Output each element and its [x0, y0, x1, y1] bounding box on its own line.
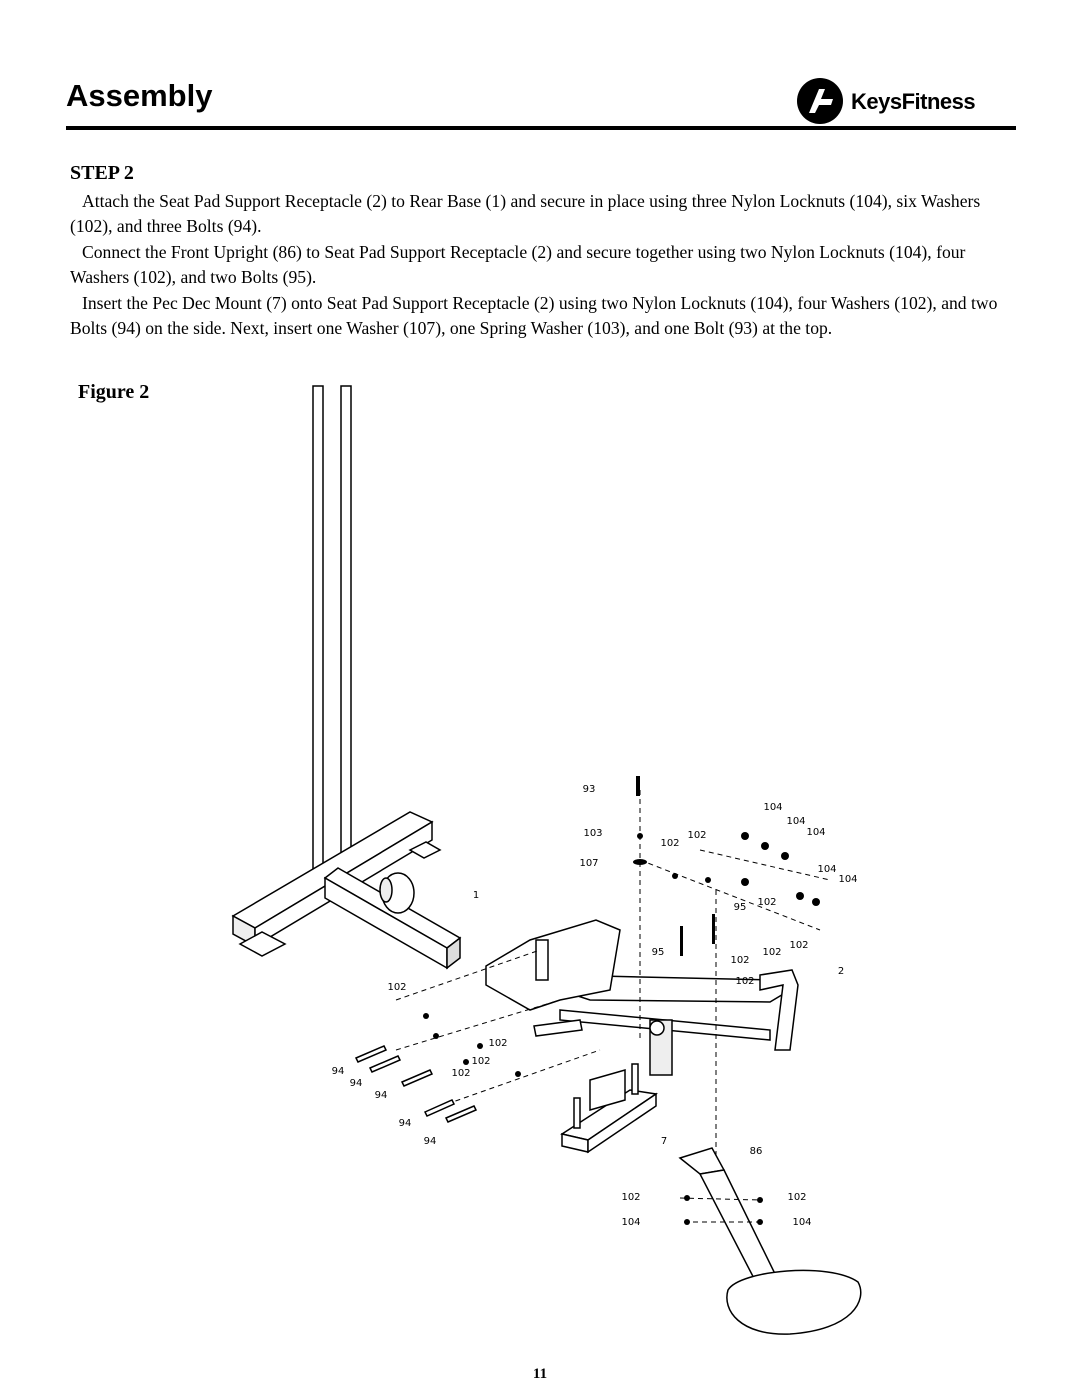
- part-label: 1: [473, 890, 479, 901]
- part-label: 94: [424, 1136, 437, 1147]
- callout-labels: 93 104 104 104 103 102 102 107 104 104 1…: [332, 784, 858, 1228]
- part-label: 104: [838, 874, 857, 885]
- part-label: 94: [350, 1078, 363, 1089]
- part-label: 102: [789, 940, 808, 951]
- part-label: 107: [579, 858, 598, 869]
- part-label: 86: [750, 1146, 763, 1157]
- rear-base-frame: [231, 385, 462, 970]
- pec-dec-mount: [560, 1063, 659, 1154]
- page-title: Assembly: [66, 78, 213, 113]
- part-label: 93: [583, 784, 596, 795]
- header-divider: [66, 126, 1016, 130]
- brand-logo: KeysFitness: [795, 75, 1020, 127]
- assembly-guide-lines: [395, 790, 831, 1223]
- logo-wordmark: KeysFitness: [851, 89, 976, 114]
- keys-fitness-logo-icon: [797, 78, 843, 124]
- part-label: 102: [762, 947, 781, 958]
- instruction-paragraph: Connect the Front Upright (86) to Seat P…: [70, 242, 966, 287]
- part-label: 94: [332, 1066, 345, 1077]
- part-label: 104: [806, 827, 825, 838]
- right-upright: [340, 385, 352, 857]
- part-label: 104: [786, 816, 805, 827]
- part-label: 102: [757, 897, 776, 908]
- part-label: 104: [817, 864, 836, 875]
- instruction-paragraph: Attach the Seat Pad Support Receptacle (…: [70, 191, 981, 236]
- instruction-paragraph: Insert the Pec Dec Mount (7) onto Seat P…: [70, 293, 998, 338]
- figure-caption: Figure 2: [78, 381, 150, 403]
- part-label: 104: [763, 802, 782, 813]
- bolts-94: [354, 1045, 478, 1123]
- part-label: 102: [730, 955, 749, 966]
- part-label: 95: [652, 947, 665, 958]
- part-label: 102: [787, 1192, 806, 1203]
- left-upright: [312, 385, 324, 877]
- part-label: 94: [399, 1118, 412, 1129]
- part-label: 102: [387, 982, 406, 993]
- part-label: 102: [621, 1192, 640, 1203]
- part-label: 95: [734, 902, 747, 913]
- hardware-parts: [423, 776, 820, 1225]
- part-label: 7: [661, 1136, 667, 1147]
- part-label: 104: [621, 1217, 640, 1228]
- part-label: 102: [451, 1068, 470, 1079]
- part-label: 102: [735, 976, 754, 987]
- part-label: 104: [792, 1217, 811, 1228]
- part-label: 103: [583, 828, 602, 839]
- front-upright: [678, 1147, 862, 1335]
- part-label: 94: [375, 1090, 388, 1101]
- assembly-diagram: 93 104 104 104 103 102 102 107 104 104 1…: [231, 385, 862, 1335]
- page-number: 11: [532, 1366, 548, 1382]
- part-label: 2: [838, 966, 844, 977]
- part-label: 102: [488, 1038, 507, 1049]
- part-label: 102: [471, 1056, 490, 1067]
- step-heading: STEP 2: [70, 162, 134, 184]
- step-instructions: Attach the Seat Pad Support Receptacle (…: [70, 189, 1018, 342]
- part-label: 102: [687, 830, 706, 841]
- seat-pad-support-receptacle: [485, 919, 799, 1076]
- part-label: 102: [660, 838, 679, 849]
